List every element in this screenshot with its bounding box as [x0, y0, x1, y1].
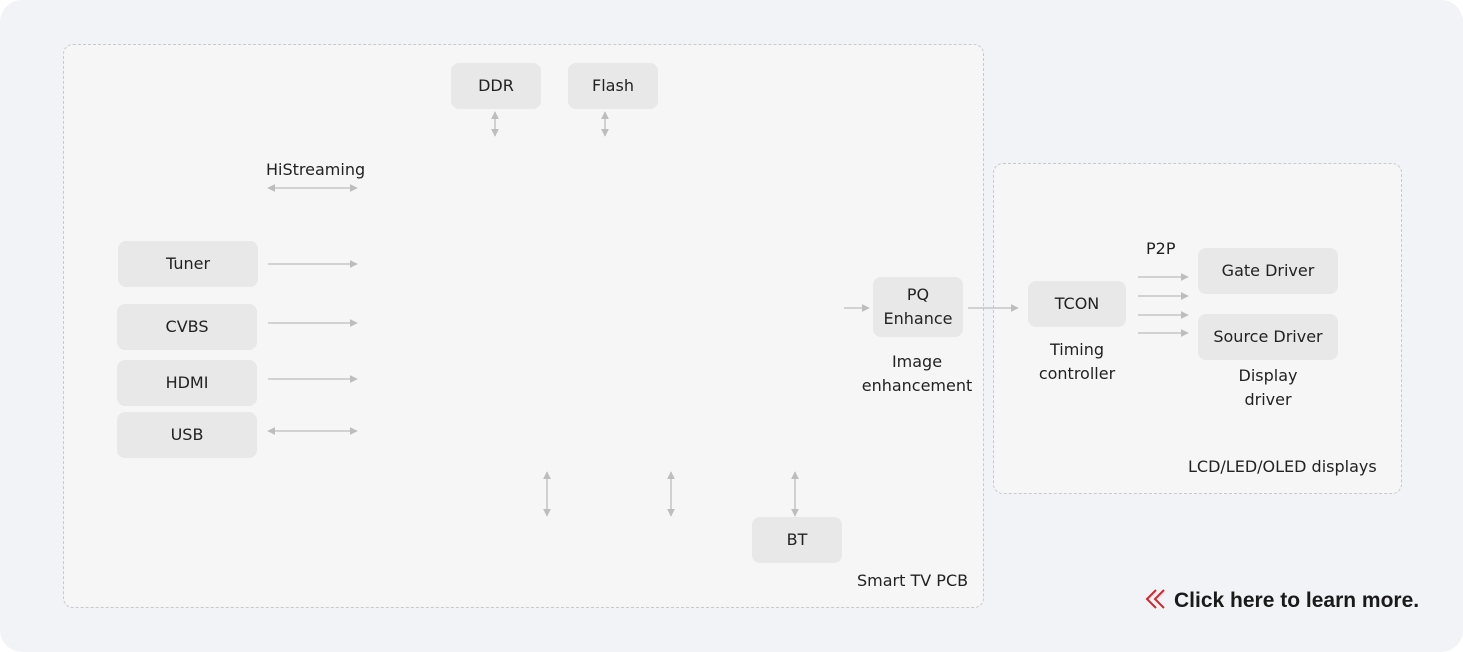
tcon-block: TCON — [1028, 281, 1126, 327]
pq-enhance-label-line2: Enhance — [883, 309, 953, 328]
double-chevron-left-icon — [1144, 587, 1168, 615]
timing-controller-line1: Timing — [1049, 340, 1105, 359]
learn-more-link[interactable]: Click here to learn more. — [1144, 586, 1419, 616]
pq-enhance-label-line1: PQ — [906, 285, 930, 304]
image-enhancement-caption: Image enhancement — [857, 350, 977, 398]
cvbs-block: CVBS — [117, 304, 257, 350]
flash-block: Flash — [568, 63, 658, 109]
display-region-label: LCD/LED/OLED displays — [1188, 457, 1377, 476]
timing-controller-caption: Timing controller — [1027, 338, 1127, 386]
hdmi-block: HDMI — [117, 360, 257, 406]
learn-more-text[interactable]: Click here to learn more. — [1174, 589, 1420, 612]
image-enhancement-line2: enhancement — [861, 376, 973, 395]
tuner-block: Tuner — [118, 241, 258, 287]
display-driver-caption: Display driver — [1218, 364, 1318, 412]
p2p-label: P2P — [1146, 239, 1176, 258]
gate-driver-block: Gate Driver — [1198, 248, 1338, 294]
pq-enhance-block: PQ Enhance — [873, 277, 963, 337]
timing-controller-line2: controller — [1038, 364, 1116, 383]
histreaming-label: HiStreaming — [266, 160, 366, 179]
display-driver-line1: Display — [1238, 366, 1298, 385]
usb-block: USB — [117, 412, 257, 458]
bt-block: BT — [752, 517, 842, 563]
smart-tv-pcb-label: Smart TV PCB — [857, 571, 969, 590]
ddr-block: DDR — [451, 63, 541, 109]
image-enhancement-line1: Image — [891, 352, 943, 371]
source-driver-block: Source Driver — [1198, 314, 1338, 360]
display-driver-line2: driver — [1244, 390, 1292, 409]
